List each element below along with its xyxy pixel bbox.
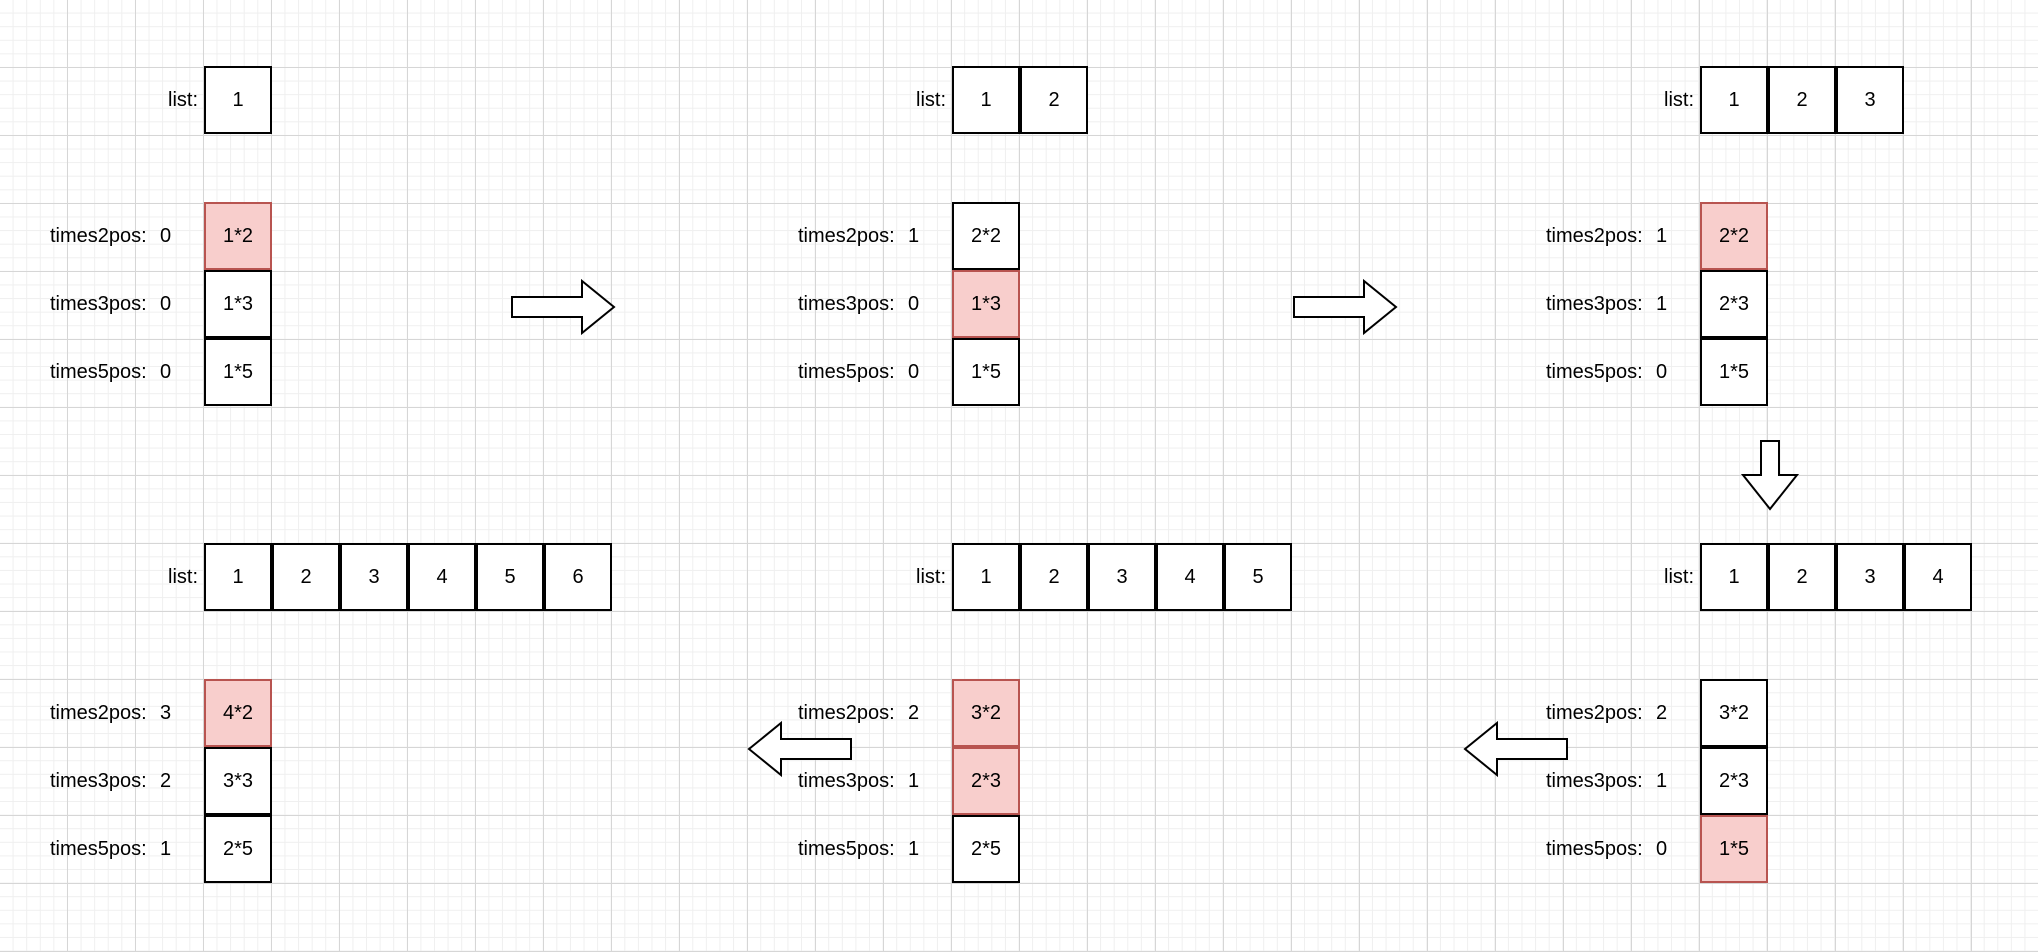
pointer-value: 1 [908, 838, 920, 860]
pointer-value: 1 [908, 770, 920, 792]
pointer-value: 1 [1656, 293, 1668, 315]
pointer-name: times5pos: [50, 838, 147, 860]
pointer-name: times3pos: [50, 770, 147, 792]
pointer-value: 1 [160, 838, 172, 860]
candidate-cell-highlighted: 2*2 [1700, 202, 1768, 270]
pointer-value: 0 [160, 361, 172, 383]
list-label: list: [168, 89, 198, 111]
list-cell: 3 [1088, 543, 1156, 611]
pointer-value: 2 [160, 770, 172, 792]
list-cell: 4 [1156, 543, 1224, 611]
arrow-shape [1463, 720, 1568, 778]
pointer-name: times2pos: [798, 225, 895, 247]
flow-arrow-right-icon [511, 278, 616, 336]
candidate-cell-highlighted: 1*3 [952, 270, 1020, 338]
candidate-cell: 1*5 [1700, 338, 1768, 406]
list-cell: 4 [408, 543, 476, 611]
pointer-value: 0 [1656, 838, 1668, 860]
candidate-cell: 2*5 [204, 815, 272, 883]
list-cell: 3 [1836, 66, 1904, 134]
pointer-name: times3pos: [50, 293, 147, 315]
pointer-value: 0 [908, 361, 920, 383]
list-cell: 6 [544, 543, 612, 611]
pointer-value: 1 [1656, 770, 1668, 792]
pointer-name: times2pos: [798, 702, 895, 724]
list-cell: 3 [1836, 543, 1904, 611]
list-label: list: [168, 566, 198, 588]
list-cell: 5 [1224, 543, 1292, 611]
pointer-name: times2pos: [1546, 702, 1643, 724]
arrow-shape [747, 720, 852, 778]
candidate-cell-highlighted: 3*2 [952, 679, 1020, 747]
pointer-name: times5pos: [1546, 361, 1643, 383]
candidate-cell-highlighted: 1*2 [204, 202, 272, 270]
list-cell: 1 [952, 543, 1020, 611]
candidate-cell: 1*5 [952, 338, 1020, 406]
flow-arrow-right-icon [1293, 278, 1398, 336]
pointer-name: times2pos: [1546, 225, 1643, 247]
pointer-value: 3 [160, 702, 172, 724]
list-cell: 1 [204, 543, 272, 611]
step-panel-1: list: 1 times2pos: 0 1*2 times3pos: 0 1*3 times5… [50, 66, 750, 426]
flow-arrow-left-icon [1463, 720, 1568, 778]
pointer-name: times3pos: [798, 293, 895, 315]
list-label: list: [1664, 566, 1694, 588]
list-cell: 3 [340, 543, 408, 611]
candidate-cell: 1*5 [204, 338, 272, 406]
list-cell: 4 [1904, 543, 1972, 611]
list-cell: 2 [272, 543, 340, 611]
pointer-name: times5pos: [798, 361, 895, 383]
pointer-name: times3pos: [1546, 770, 1643, 792]
pointer-name: times5pos: [798, 838, 895, 860]
list-cell: 1 [1700, 543, 1768, 611]
pointer-value: 2 [1656, 702, 1668, 724]
pointer-name: times5pos: [1546, 838, 1643, 860]
pointer-value: 0 [160, 293, 172, 315]
candidate-cell-highlighted: 1*5 [1700, 815, 1768, 883]
candidate-cell: 2*5 [952, 815, 1020, 883]
list-cell: 2 [1020, 66, 1088, 134]
candidate-cell: 2*2 [952, 202, 1020, 270]
list-cell: 2 [1020, 543, 1088, 611]
list-label: list: [916, 89, 946, 111]
pointer-name: times3pos: [1546, 293, 1643, 315]
pointer-value: 1 [1656, 225, 1668, 247]
flow-arrow-left-icon [747, 720, 852, 778]
candidate-cell-highlighted: 2*3 [952, 747, 1020, 815]
flow-arrow-down-icon [1740, 440, 1800, 511]
pointer-value: 0 [160, 225, 172, 247]
list-cell: 2 [1768, 66, 1836, 134]
pointer-value: 1 [908, 225, 920, 247]
candidate-cell: 3*2 [1700, 679, 1768, 747]
list-cell: 1 [952, 66, 1020, 134]
list-cell: 1 [1700, 66, 1768, 134]
list-label: list: [1664, 89, 1694, 111]
arrow-shape [1293, 278, 1398, 336]
arrow-shape [1740, 440, 1800, 511]
candidate-cell: 3*3 [204, 747, 272, 815]
candidate-cell: 2*3 [1700, 747, 1768, 815]
pointer-value: 2 [908, 702, 920, 724]
pointer-name: times2pos: [50, 702, 147, 724]
arrow-shape [511, 278, 616, 336]
list-label: list: [916, 566, 946, 588]
candidate-cell: 2*3 [1700, 270, 1768, 338]
pointer-value: 0 [908, 293, 920, 315]
list-cell: 1 [204, 66, 272, 134]
candidate-cell: 1*3 [204, 270, 272, 338]
pointer-value: 0 [1656, 361, 1668, 383]
list-cell: 2 [1768, 543, 1836, 611]
pointer-name: times3pos: [798, 770, 895, 792]
list-cell: 5 [476, 543, 544, 611]
candidate-cell-highlighted: 4*2 [204, 679, 272, 747]
pointer-name: times5pos: [50, 361, 147, 383]
pointer-name: times2pos: [50, 225, 147, 247]
